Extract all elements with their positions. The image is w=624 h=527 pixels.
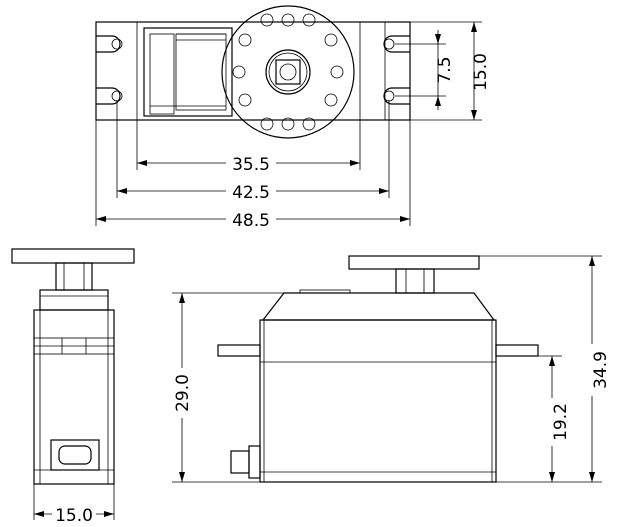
dim-side-width: 15.0	[55, 506, 93, 526]
cable-exit	[50, 439, 100, 471]
top-view-body	[95, 21, 411, 121]
dim-overall-width: 48.5	[232, 211, 270, 231]
servo-horn-disk	[221, 5, 355, 139]
front-view-top-case	[261, 292, 496, 321]
mounting-slot-top-left	[96, 35, 121, 53]
mounting-slot-bottom-left	[96, 87, 121, 105]
top-view: 35.5 42.5 48.5 7.5 15.0	[95, 5, 491, 231]
dim-body-height: 29.0	[173, 374, 193, 412]
dim-overall-height: 34.9	[591, 351, 611, 389]
dim-hole-spacing-vertical: 7.5	[435, 56, 455, 83]
side-view-body	[33, 309, 115, 485]
mounting-tab-left	[217, 344, 261, 357]
front-view-body	[259, 319, 497, 483]
side-view-horn	[11, 248, 135, 264]
output-spline-ring	[265, 49, 311, 95]
dim-tab-height: 19.2	[551, 403, 571, 441]
mounting-tab-right	[495, 344, 539, 357]
output-spline	[275, 59, 301, 85]
side-view: 15.0	[11, 248, 135, 526]
dim-hole-pitch-outer: 42.5	[232, 183, 270, 203]
cable-stub	[230, 450, 250, 474]
front-view: 29.0 19.2 34.9	[172, 255, 611, 483]
horn-holes	[232, 13, 344, 131]
front-view-horn	[348, 255, 480, 270]
label-frame	[143, 27, 233, 117]
dim-body-depth: 15.0	[471, 53, 491, 91]
dim-hole-pitch-inner: 35.5	[232, 155, 270, 175]
